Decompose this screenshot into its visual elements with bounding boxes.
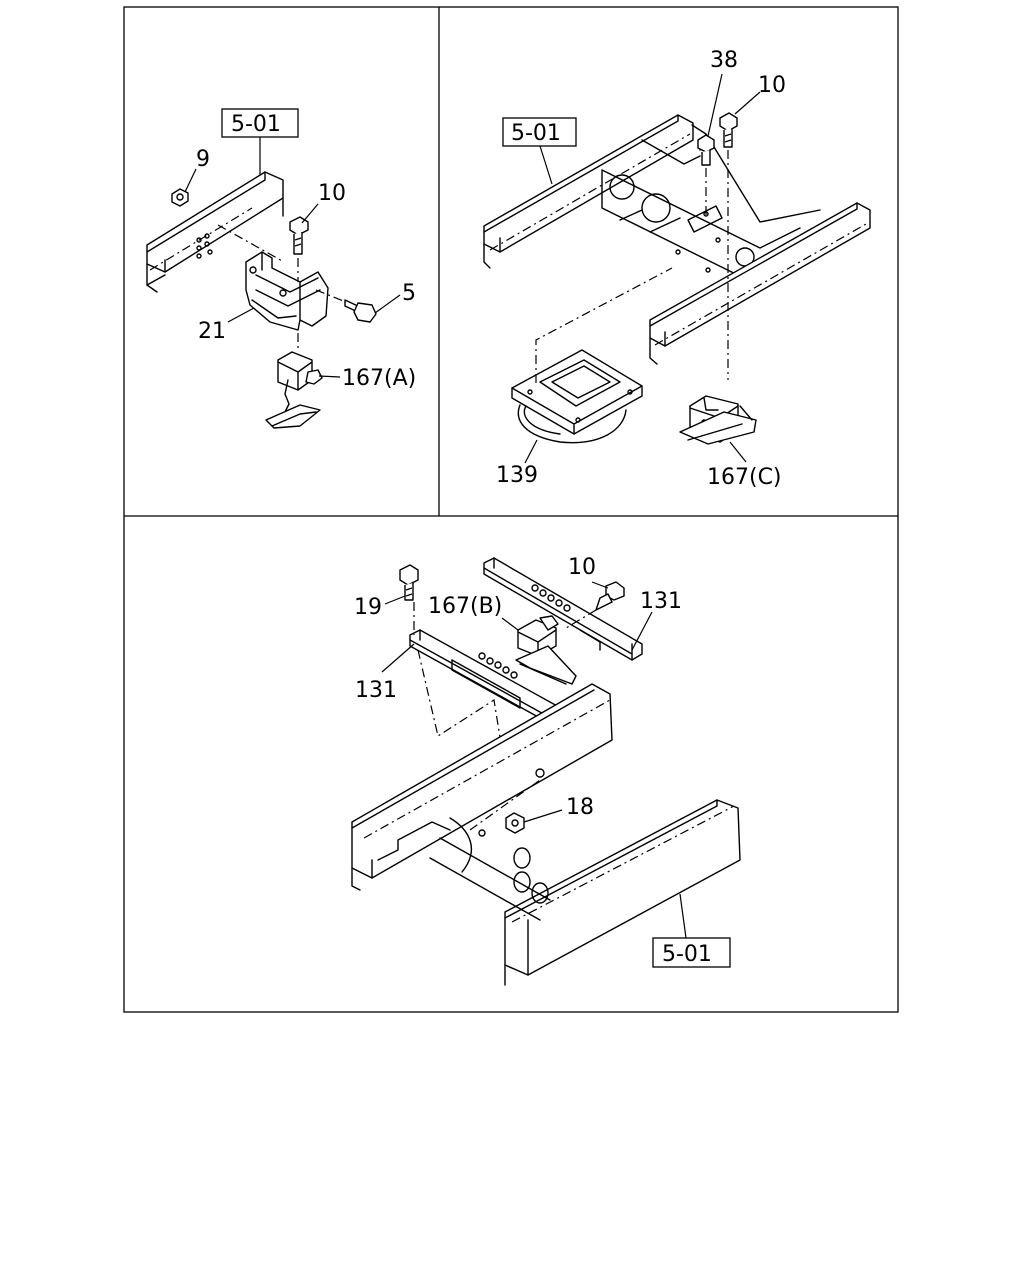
reference-label: 5-01 <box>231 112 281 137</box>
small-bolt-icon <box>697 134 715 218</box>
seat-plate-icon <box>511 267 673 444</box>
long-bolt-icon <box>399 564 511 801</box>
panel-top-left: 5-01 9 10 5 21 167(A) <box>146 108 416 429</box>
outer-frame <box>123 6 899 1013</box>
sensor-c-icon <box>679 395 757 445</box>
callout-10: 10 <box>318 181 346 206</box>
nut-icon <box>171 188 189 207</box>
callout-10: 10 <box>758 73 786 98</box>
bolt-icon <box>289 216 309 255</box>
side-bolt-icon <box>315 289 377 323</box>
callout-9: 9 <box>196 147 210 172</box>
cross-member-icon <box>601 124 821 287</box>
chassis-frame-icon <box>351 683 741 986</box>
bolt-icon <box>719 112 738 380</box>
callout-167b: 167(B) <box>428 594 502 619</box>
reference-box: 5-01 <box>652 937 731 968</box>
callout-18: 18 <box>566 795 594 820</box>
bolt-icon <box>565 581 625 629</box>
reference-box: 5-01 <box>221 108 299 138</box>
nut-icon <box>505 812 525 834</box>
sensor-a-icon <box>265 333 323 429</box>
reference-label: 5-01 <box>511 121 561 146</box>
callout-10: 10 <box>568 555 596 580</box>
rail-right-icon <box>483 557 643 661</box>
callout-131-right: 131 <box>640 589 682 614</box>
callout-167c: 167(C) <box>707 465 782 490</box>
reference-label: 5-01 <box>662 942 712 967</box>
callout-167a: 167(A) <box>342 366 416 391</box>
left-rail-icon <box>483 114 694 269</box>
diagram-frames <box>123 6 899 1013</box>
callout-5: 5 <box>402 281 416 306</box>
frame-rail-icon <box>146 171 284 293</box>
callout-38: 38 <box>710 48 738 73</box>
callout-131-left: 131 <box>355 678 397 703</box>
panel-top-right: 5-01 38 10 139 167(C) <box>483 48 871 490</box>
callout-139: 139 <box>496 463 538 488</box>
callout-19: 19 <box>354 595 382 620</box>
reference-box: 5-01 <box>502 117 577 147</box>
right-rail-icon <box>649 202 871 365</box>
bracket-icon <box>217 224 329 331</box>
callout-21: 21 <box>198 319 226 344</box>
panel-bottom: 5-01 19 167(B) 10 131 131 18 <box>351 555 741 986</box>
sensor-b-icon <box>515 615 577 685</box>
